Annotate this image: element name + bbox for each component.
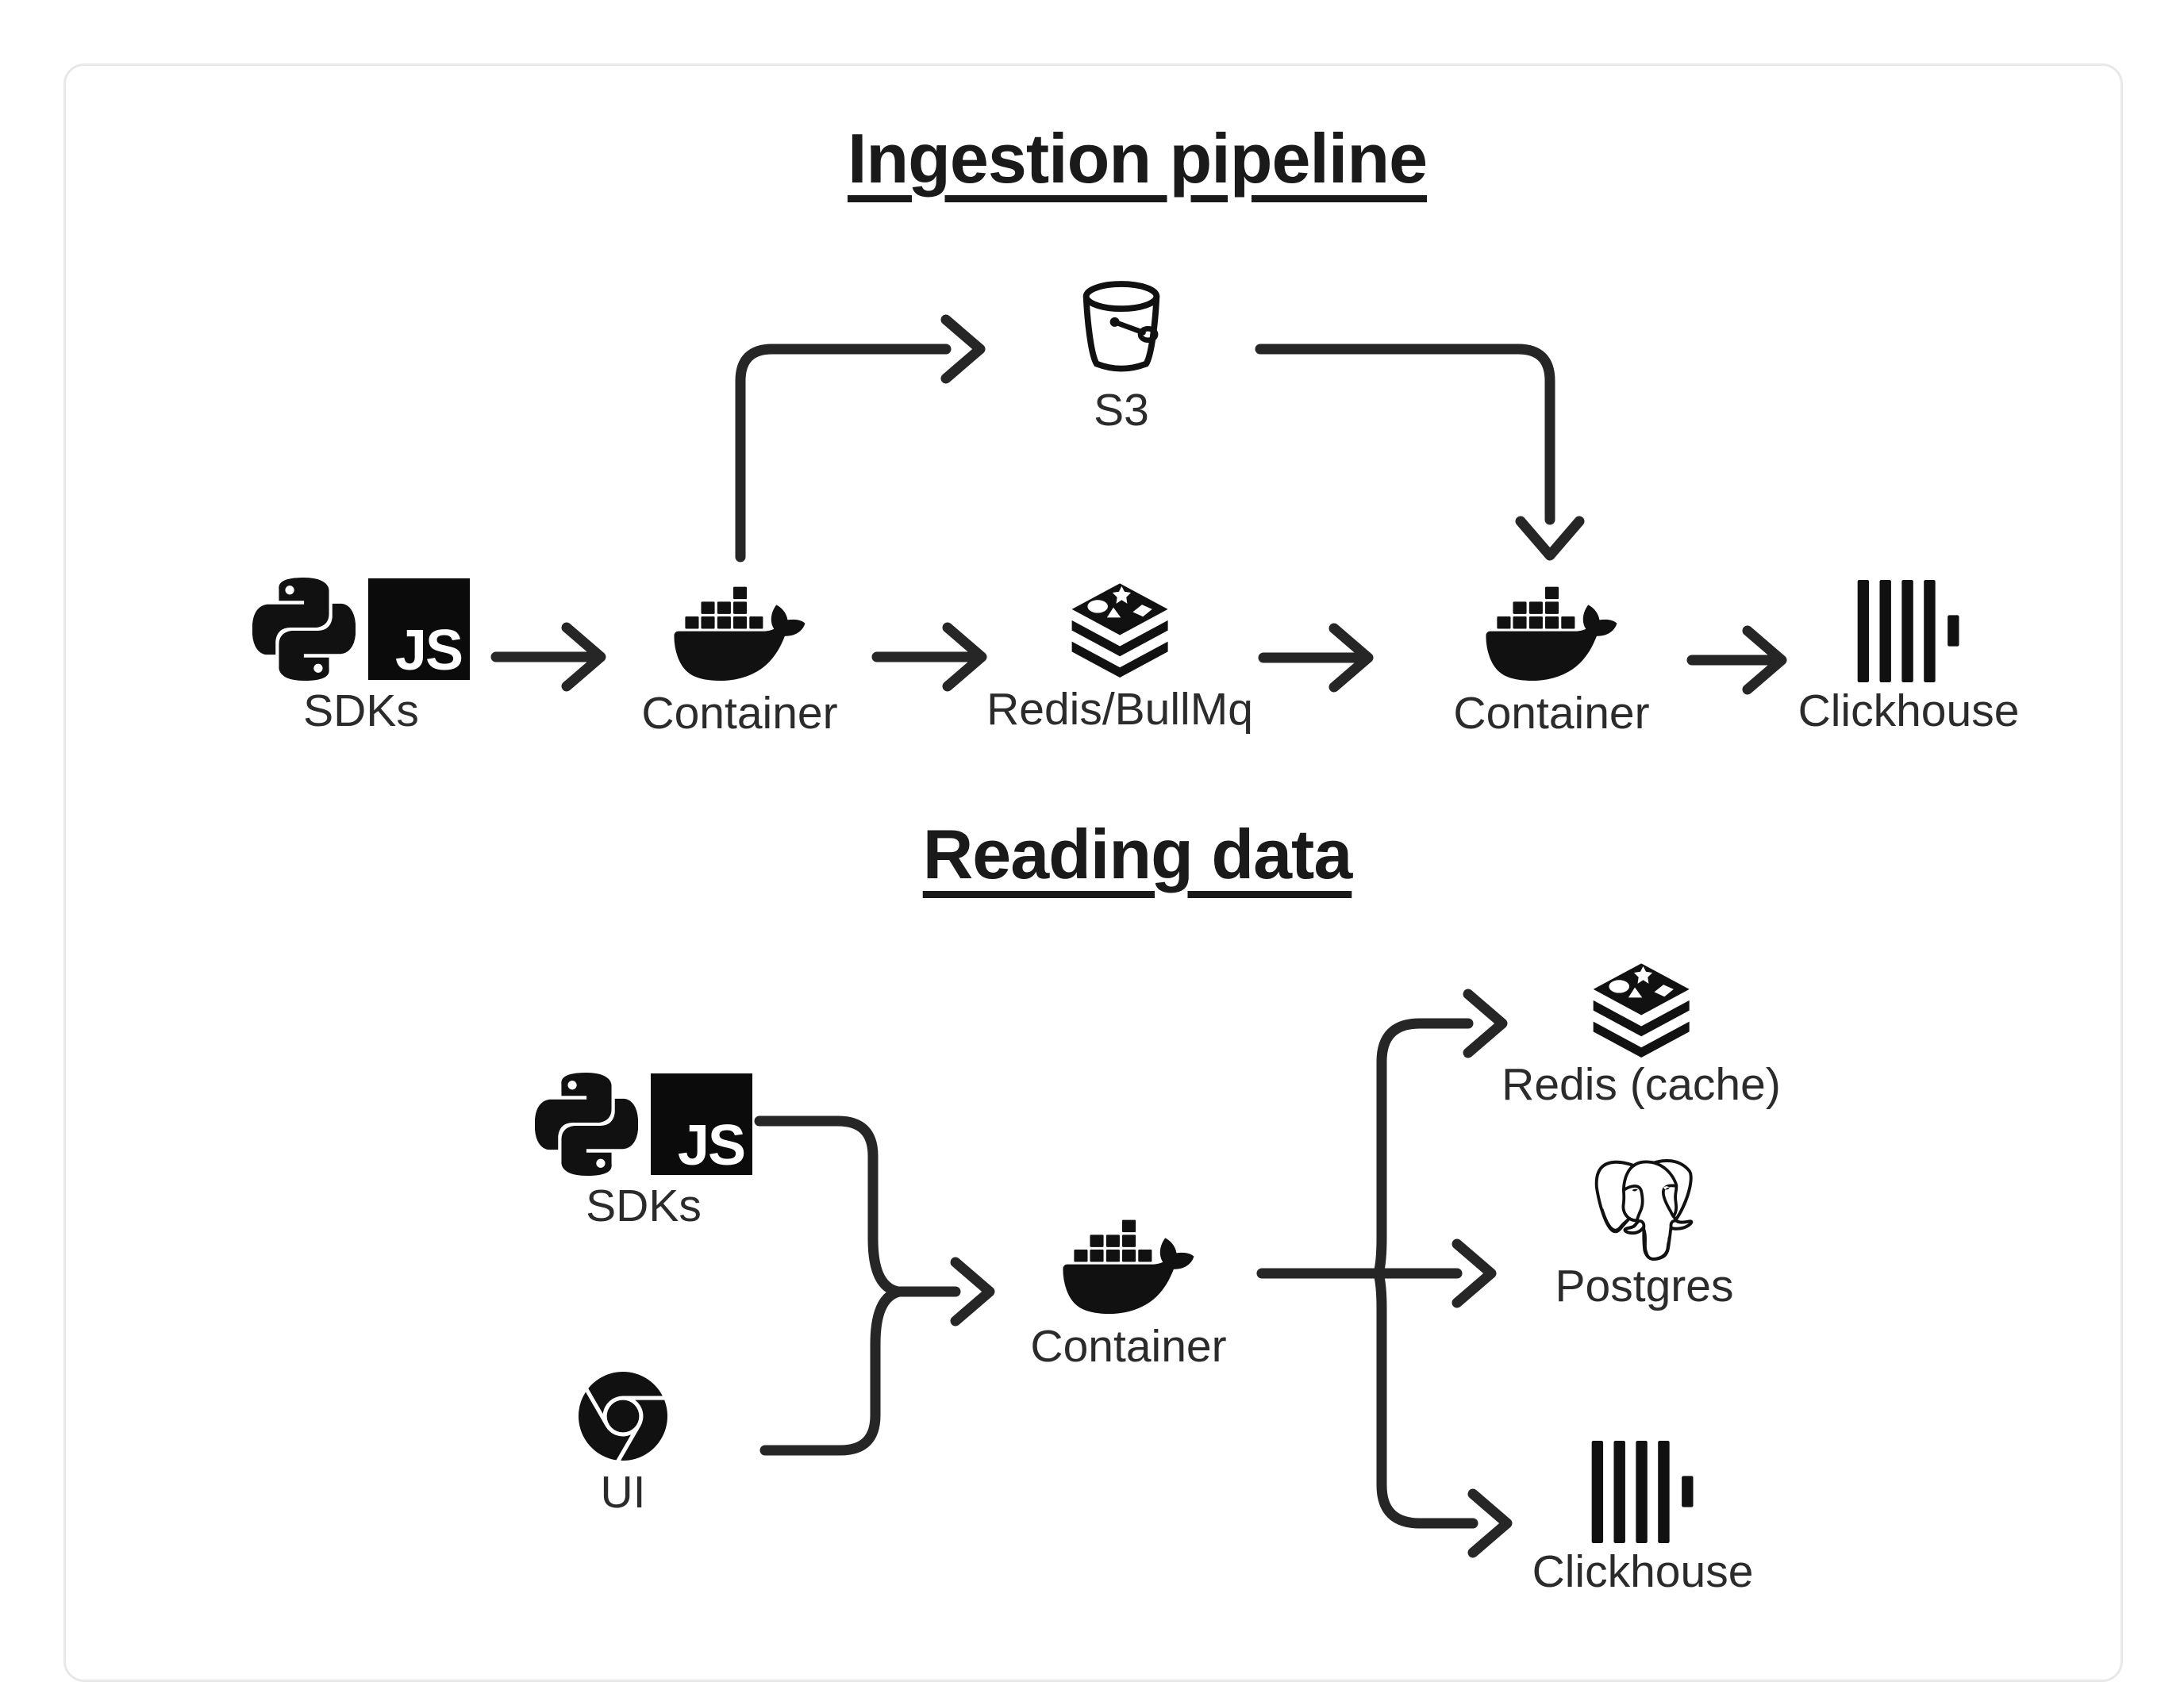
python-icon <box>535 1073 638 1176</box>
node-clickhouse-ingestion: Clickhouse <box>1798 580 2020 738</box>
node-postgres: Postgres <box>1555 1159 1734 1313</box>
node-s3: S3 <box>1074 279 1169 437</box>
node-container-2: Container <box>1453 586 1650 740</box>
section-title-ingestion: Ingestion pipeline <box>847 119 1428 198</box>
node-container-1: Container <box>641 586 838 740</box>
node-label: Postgres <box>1555 1261 1734 1311</box>
redis-icon <box>1071 583 1168 678</box>
node-redis-bullmq: Redis/BullMq <box>986 582 1253 736</box>
node-sdks-ingestion: JS SDKs <box>252 578 470 738</box>
node-label: Container <box>1030 1321 1227 1372</box>
javascript-icon-text: JS <box>394 619 463 683</box>
s3-bucket-icon <box>1074 279 1169 380</box>
chrome-icon <box>579 1372 667 1461</box>
node-ui: UI <box>579 1372 667 1519</box>
redis-icon <box>1593 963 1690 1058</box>
node-label: Container <box>641 688 838 739</box>
section-title-reading: Reading data <box>922 815 1353 893</box>
clickhouse-icon <box>1858 580 1959 682</box>
node-label: S3 <box>1094 385 1149 436</box>
node-sdks-reading: JS SDKs <box>535 1073 752 1233</box>
node-label: Redis (cache) <box>1502 1059 1781 1110</box>
node-container-reading: Container <box>1030 1219 1227 1373</box>
sdks-icon-group: JS <box>535 1073 752 1176</box>
node-label: Container <box>1453 688 1650 739</box>
javascript-icon: JS <box>651 1073 752 1175</box>
sdks-icon-group: JS <box>252 578 470 681</box>
node-redis-cache: Redis (cache) <box>1502 962 1781 1112</box>
javascript-icon-text: JS <box>677 1114 746 1178</box>
docker-icon <box>674 586 806 682</box>
clickhouse-icon <box>1592 1441 1694 1543</box>
node-label: Clickhouse <box>1532 1546 1754 1597</box>
docker-icon <box>1486 586 1617 682</box>
diagram-card <box>63 63 2123 1682</box>
javascript-icon: JS <box>368 578 470 680</box>
python-icon <box>252 578 356 681</box>
node-clickhouse-reading: Clickhouse <box>1532 1441 1754 1599</box>
node-label: SDKs <box>303 685 419 736</box>
docker-icon <box>1063 1219 1194 1315</box>
node-label: Redis/BullMq <box>986 684 1253 735</box>
node-label: UI <box>600 1467 646 1518</box>
node-label: SDKs <box>586 1181 702 1231</box>
node-label: Clickhouse <box>1798 685 2020 736</box>
postgres-icon <box>1595 1159 1694 1261</box>
